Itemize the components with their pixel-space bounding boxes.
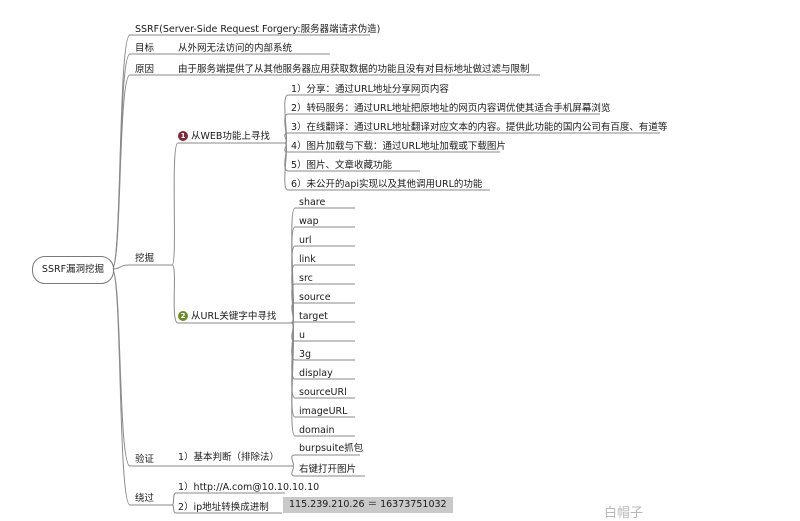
number-two-icon: 2	[178, 311, 188, 321]
keyword-item: url	[299, 235, 312, 246]
bypass-item: 2）ip地址转换成进制	[178, 502, 269, 513]
root-connector	[111, 264, 131, 270]
keyword-item: domain	[299, 425, 335, 436]
definition-text: SSRF(Server-Side Request Forgery:服务器端请求伪…	[135, 24, 381, 35]
keyword-item: target	[299, 311, 328, 322]
verify-connector	[291, 454, 296, 467]
web-item: 5）图片、文章收藏功能	[291, 160, 393, 171]
bypass-connector	[171, 492, 177, 506]
bypass-label: 绕过	[135, 493, 155, 504]
keyword-item: u	[299, 330, 306, 341]
root-connector	[111, 268, 131, 467]
root-node: SSRF漏洞挖掘	[32, 256, 114, 284]
watermark-text: 白帽子	[604, 506, 644, 521]
root-connector	[111, 268, 131, 506]
bypass-item: 1）http://A.com@10.10.10.10	[178, 482, 320, 493]
keyword-item: src	[299, 273, 313, 284]
keyword-item: link	[299, 254, 316, 265]
root-connector	[111, 74, 131, 270]
keyword-item: sourceURl	[299, 387, 347, 398]
keyword-item: imageURL	[299, 406, 348, 417]
keyword-item: source	[299, 292, 331, 303]
verify-sub-item: burpsuite抓包	[299, 443, 364, 454]
web-item: 1）分享：通过URL地址分享网页内容	[291, 84, 449, 95]
bypass-connector	[171, 504, 177, 514]
web-branch-label: 从WEB功能上寻找	[191, 131, 270, 142]
web-item: 2）转码服务：通过URL地址把原地址的网页内容调优使其适合手机屏幕浏览	[291, 103, 611, 114]
keyword-item: display	[299, 368, 333, 379]
verify-sub-item: 右键打开图片	[299, 464, 357, 475]
keyword-item: 3g	[299, 349, 312, 360]
web-item: 4）图片加载与下载：通过URL地址加载或下载图片	[291, 141, 506, 152]
dig-connector	[171, 142, 179, 266]
web-item: 3）在线翻译：通过URL地址翻译对应文本的内容。提供此功能的国内公司有百度、有道…	[291, 122, 668, 133]
reason-label: 原因	[135, 64, 155, 75]
ip-conversion-highlight: 115.239.210.26 ＝ 16373751032	[283, 497, 453, 513]
web-item: 6）未公开的api实现以及其他调用URL的功能	[291, 179, 483, 190]
keyword-item: wap	[299, 216, 319, 227]
target-value: 从外网无法访问的内部系统	[178, 43, 293, 54]
verify-connector	[291, 465, 296, 477]
reason-value: 由于服务端提供了从其他服务器应用获取数据的功能且没有对目标地址做过滤与限制	[178, 64, 530, 75]
verify-label: 验证	[135, 454, 155, 465]
dig-connector	[171, 264, 179, 324]
target-label: 目标	[135, 43, 155, 54]
keyword-item: share	[299, 197, 326, 208]
verify-item: 1）基本判断（排除法）	[178, 452, 280, 463]
keyword-connector	[291, 322, 296, 437]
web-connector	[284, 113, 289, 144]
url-branch-label: 从URL关键字中寻找	[191, 311, 277, 322]
web-connector	[284, 142, 289, 191]
dig-label: 挖掘	[135, 253, 155, 264]
number-one-icon: 1	[178, 131, 188, 141]
